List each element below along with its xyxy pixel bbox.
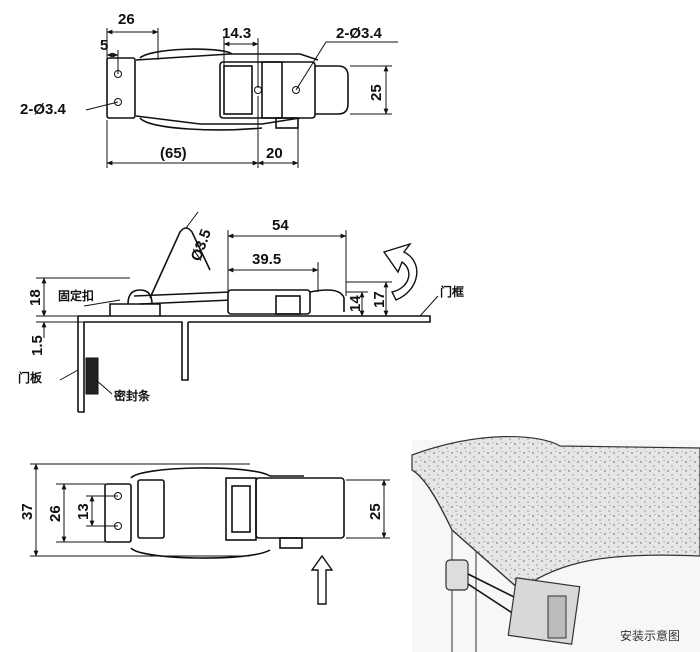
dim-37: 37 — [19, 503, 36, 520]
label-fixed-buckle: 固定扣 — [58, 288, 94, 303]
hole-callout-left: 2-Ø3.4 — [20, 101, 67, 118]
mount-hole — [292, 86, 300, 94]
wire-loop — [135, 53, 319, 125]
hole-callout-right: 2-Ø3.4 — [336, 25, 383, 42]
side-view: 54 39.5 Ø3.5 18 1.5 14 17 固定扣 门框 门板 密封条 — [18, 211, 464, 413]
dim-20: 20 — [266, 145, 283, 162]
install-latch — [507, 577, 581, 645]
mount-hole — [114, 98, 122, 106]
label-seal-strip: 密封条 — [114, 388, 151, 403]
label-door-panel: 门板 — [18, 370, 43, 385]
side-wire — [133, 291, 233, 305]
dim-5: 5 — [100, 37, 108, 54]
dim-65: (65) — [160, 145, 187, 162]
dim-39-5: 39.5 — [252, 251, 281, 268]
install-buckle — [445, 559, 469, 591]
dim-25-top: 25 — [368, 84, 385, 101]
bottom-wire-loop — [130, 467, 304, 559]
installation-view: 安装示意图 — [411, 435, 700, 652]
bottom-base-plate — [104, 483, 132, 543]
dim-14: 14 — [347, 295, 364, 312]
rotate-arrow-icon — [382, 242, 418, 301]
latch-body — [219, 61, 316, 119]
dim-54: 54 — [272, 217, 289, 234]
up-arrow-icon — [310, 554, 334, 605]
top-view: 26 5 14.3 2-Ø3.4 2-Ø3.4 25 (65) 20 — [20, 11, 398, 168]
label-door-frame: 门框 — [440, 284, 464, 299]
door-panel — [77, 316, 189, 413]
dim-26-bottom: 26 — [47, 505, 64, 522]
dim-26-top: 26 — [118, 11, 135, 28]
cabinet-wall — [451, 530, 477, 652]
bottom-view: 37 26 13 25 — [19, 463, 390, 605]
door-frame — [78, 315, 431, 323]
base-plate — [106, 57, 136, 119]
dim-18: 18 — [27, 289, 44, 306]
bottom-latch-body — [137, 479, 165, 539]
side-latch-body — [227, 289, 311, 315]
dim-14-3: 14.3 — [222, 25, 251, 42]
install-caption: 安装示意图 — [620, 628, 680, 643]
dim-17: 17 — [371, 291, 388, 308]
dim-25-bottom: 25 — [367, 503, 384, 520]
fixed-buckle — [109, 303, 161, 316]
latch-lever — [315, 65, 349, 115]
seal-strip — [85, 357, 99, 395]
dim-13: 13 — [75, 503, 92, 520]
dim-1-5: 1.5 — [29, 335, 46, 356]
